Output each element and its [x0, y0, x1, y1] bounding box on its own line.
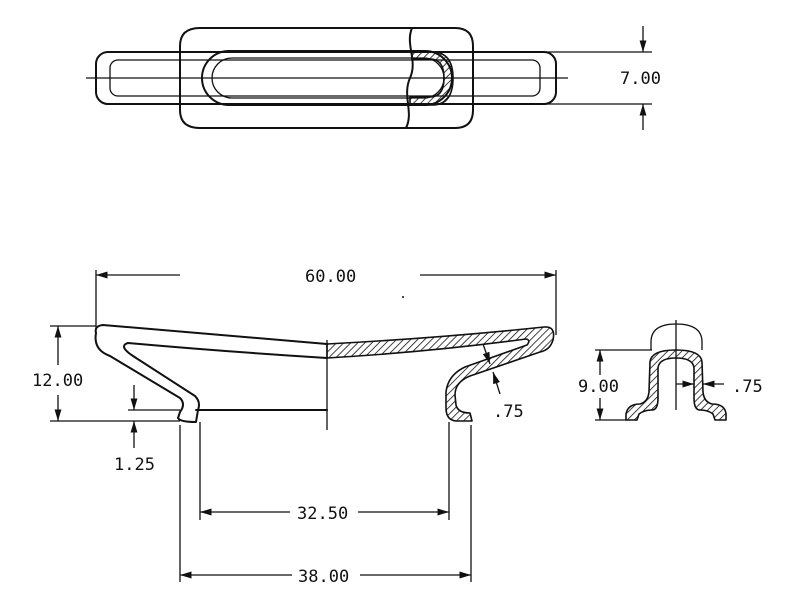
side-view-top-surface-left: [94, 324, 328, 345]
section-view-profile: [625, 349, 727, 421]
dim-12-label: 12.00: [32, 371, 83, 391]
stray-dot: [402, 296, 404, 298]
top-view: 7.00: [86, 26, 661, 130]
dim-60-label: 60.00: [305, 267, 356, 287]
dim-7-label: 7.00: [620, 69, 661, 89]
side-view-left-horn: [94, 332, 328, 423]
dim-325-label: 32.50: [297, 504, 348, 524]
side-view: 60.00 12.00 1.25 32.50 38.00 .75: [32, 267, 557, 587]
dim-075-arrow-top: [482, 343, 491, 365]
dim-075-arrow-bottom: [492, 371, 501, 395]
dim-075-label: .75: [493, 402, 524, 422]
top-view-center-block: [179, 27, 474, 129]
dim-9-label: 9.00: [578, 377, 619, 397]
dim-38-label: 38.00: [298, 567, 349, 587]
top-view-cut-section: [409, 51, 454, 106]
dim-075s-label: .75: [732, 377, 763, 397]
section-view: 9.00 .75: [578, 320, 763, 421]
side-view-section-right: [326, 326, 555, 422]
dim-125-label: 1.25: [114, 455, 155, 475]
